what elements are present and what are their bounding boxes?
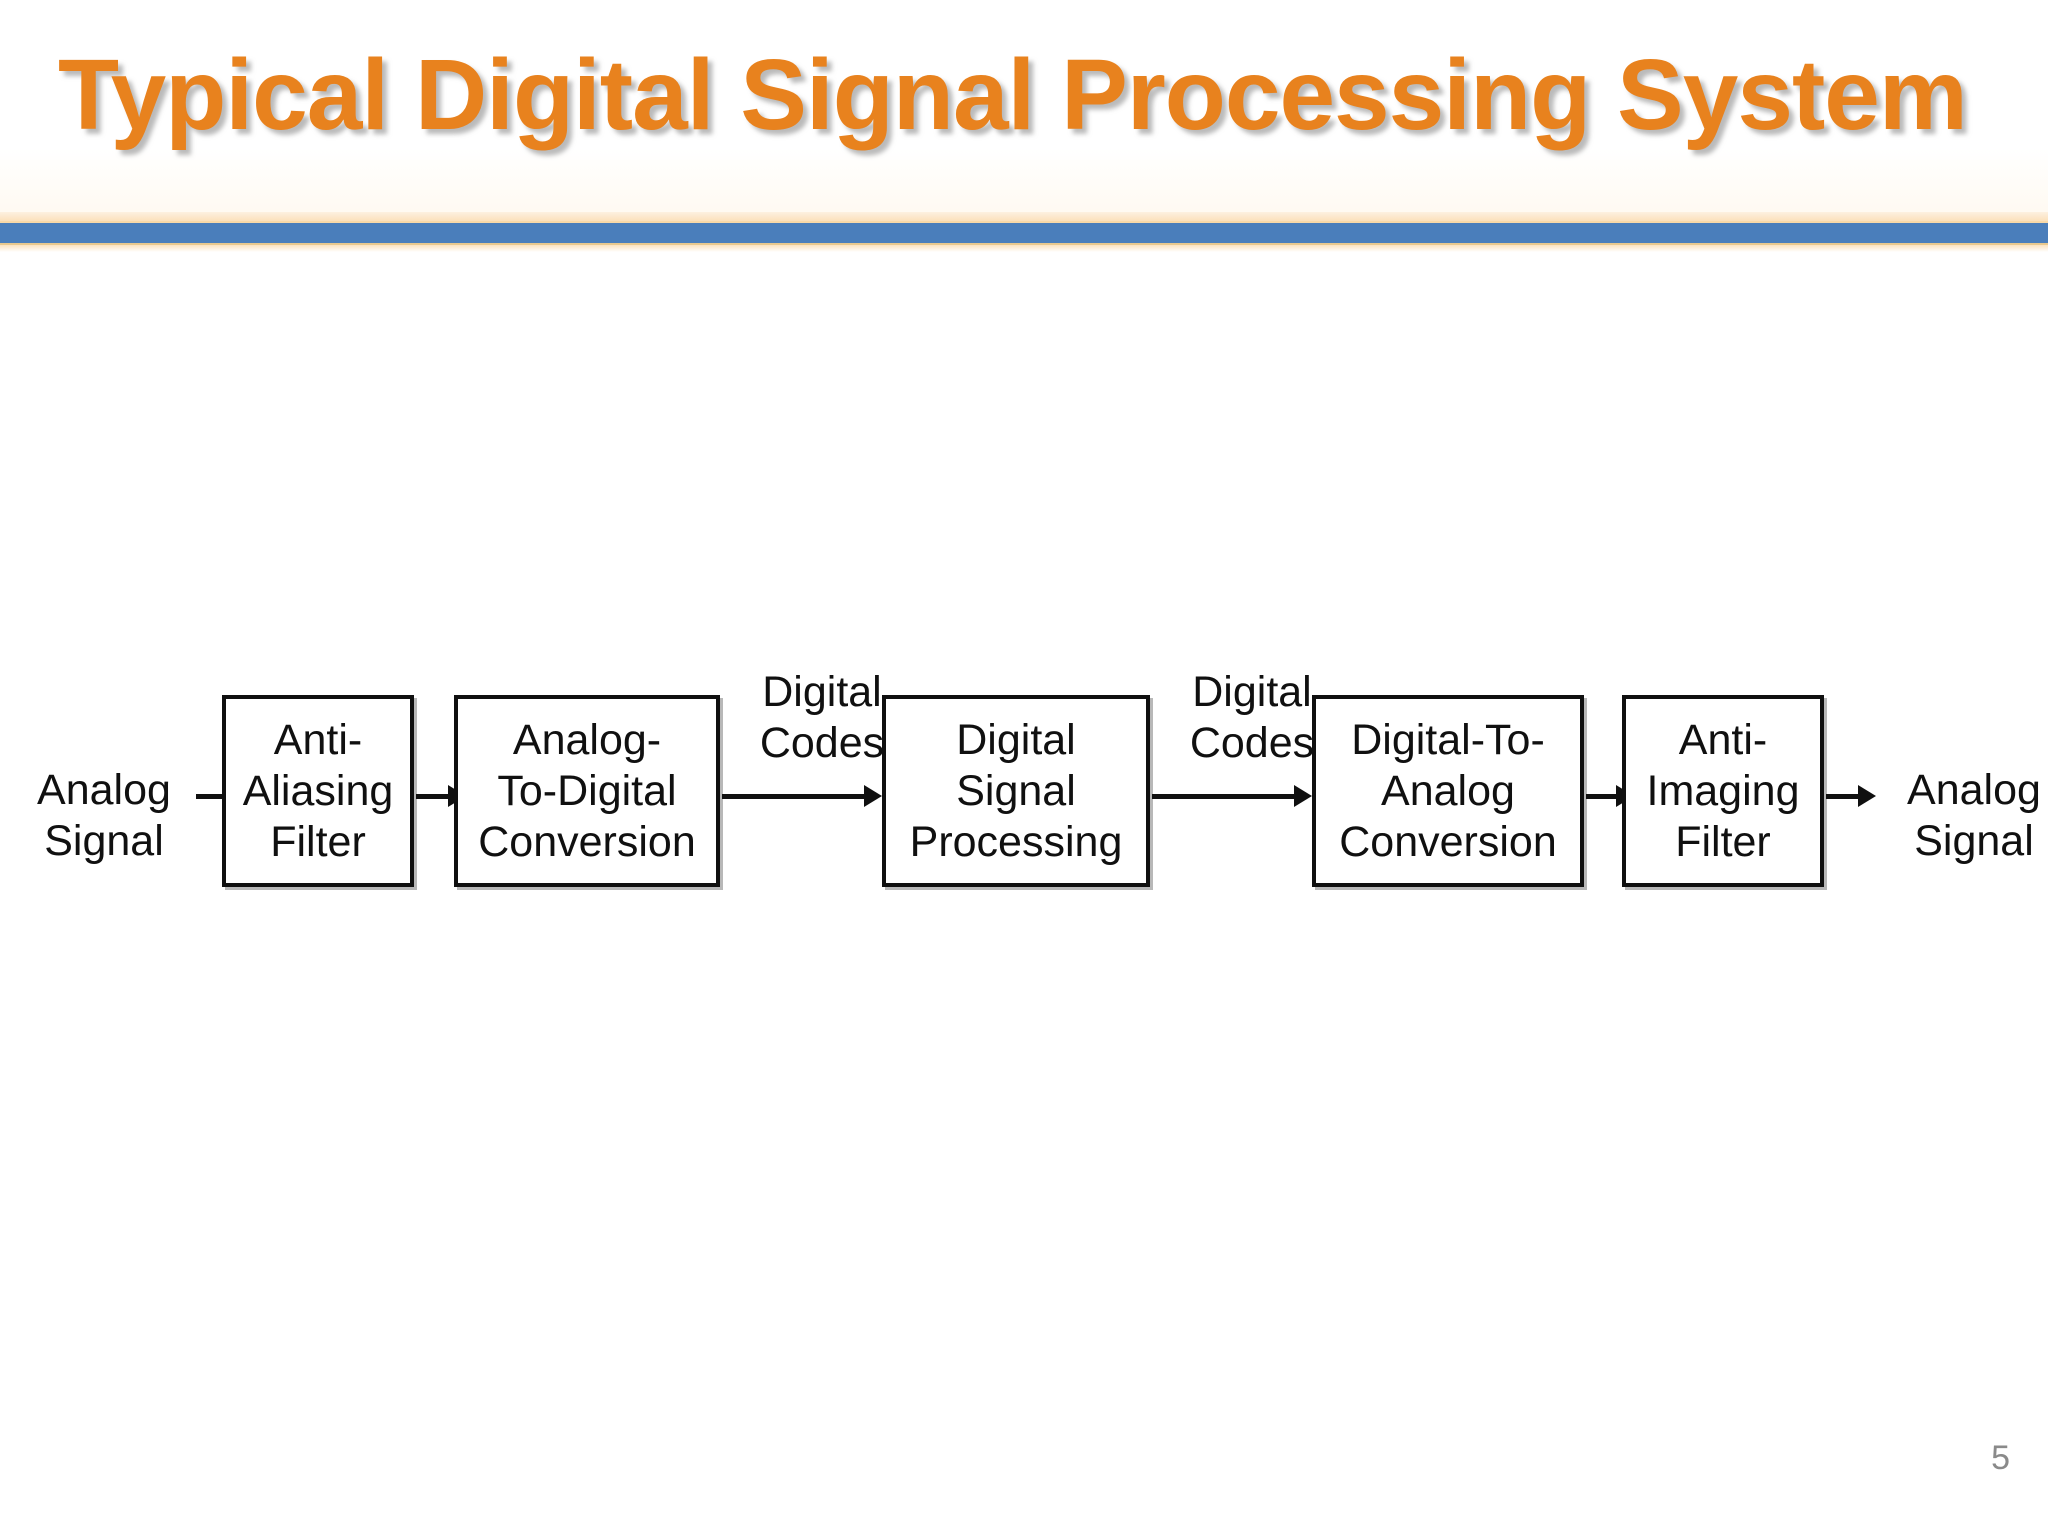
block-anti-imaging-filter[interactable]: Anti- Imaging Filter — [1622, 695, 1824, 887]
arrow-head — [1294, 785, 1312, 807]
arrow-line — [196, 794, 232, 799]
arrow-line — [1586, 794, 1618, 799]
arrow-head — [864, 785, 882, 807]
block-analog-to-digital-conversion-label: Analog- To-Digital Conversion — [478, 715, 696, 866]
diagram-output-label: Analog Signal — [1907, 766, 2041, 865]
block-anti-aliasing-filter[interactable]: Anti- Aliasing Filter — [222, 695, 414, 887]
edge-label-digital-codes-2: Digital Codes — [1189, 668, 1315, 767]
block-analog-to-digital-conversion[interactable]: Analog- To-Digital Conversion — [454, 695, 720, 887]
title-area: Typical Digital Signal Processing System — [0, 0, 2048, 212]
edge-label-digital-codes-1: Digital Codes — [759, 668, 885, 767]
arrow-head — [1858, 785, 1876, 807]
dsp-block-diagram: Analog Signal Anti- Aliasing Filter Anal… — [0, 620, 2048, 920]
arrow-anti-imaging-filter-to-output — [1826, 785, 1878, 807]
arrow-adc-to-dsp — [722, 785, 884, 807]
divider-cream-bottom — [0, 245, 2048, 252]
divider-gold-line-top — [0, 221, 2048, 223]
block-digital-signal-processing[interactable]: Digital Signal Processing — [882, 695, 1150, 887]
block-anti-imaging-filter-label: Anti- Imaging Filter — [1646, 715, 1800, 866]
block-digital-to-analog-conversion[interactable]: Digital-To- Analog Conversion — [1312, 695, 1584, 887]
title-divider — [0, 212, 2048, 252]
block-digital-to-analog-conversion-label: Digital-To- Analog Conversion — [1339, 715, 1557, 866]
page-number: 5 — [1991, 1439, 2010, 1477]
divider-cream-top — [0, 212, 2048, 221]
page-title: Typical Digital Signal Processing System — [58, 39, 1968, 151]
arrow-line — [1826, 794, 1860, 799]
block-digital-signal-processing-label: Digital Signal Processing — [909, 715, 1123, 866]
arrow-dsp-to-dac — [1152, 785, 1314, 807]
block-anti-aliasing-filter-label: Anti- Aliasing Filter — [242, 715, 394, 866]
arrow-line — [416, 794, 450, 799]
divider-gold-line-bottom — [0, 243, 2048, 245]
divider-blue-bar — [0, 223, 2048, 243]
arrow-line — [722, 794, 866, 799]
diagram-input-label: Analog Signal — [37, 766, 171, 865]
arrow-line — [1152, 794, 1296, 799]
